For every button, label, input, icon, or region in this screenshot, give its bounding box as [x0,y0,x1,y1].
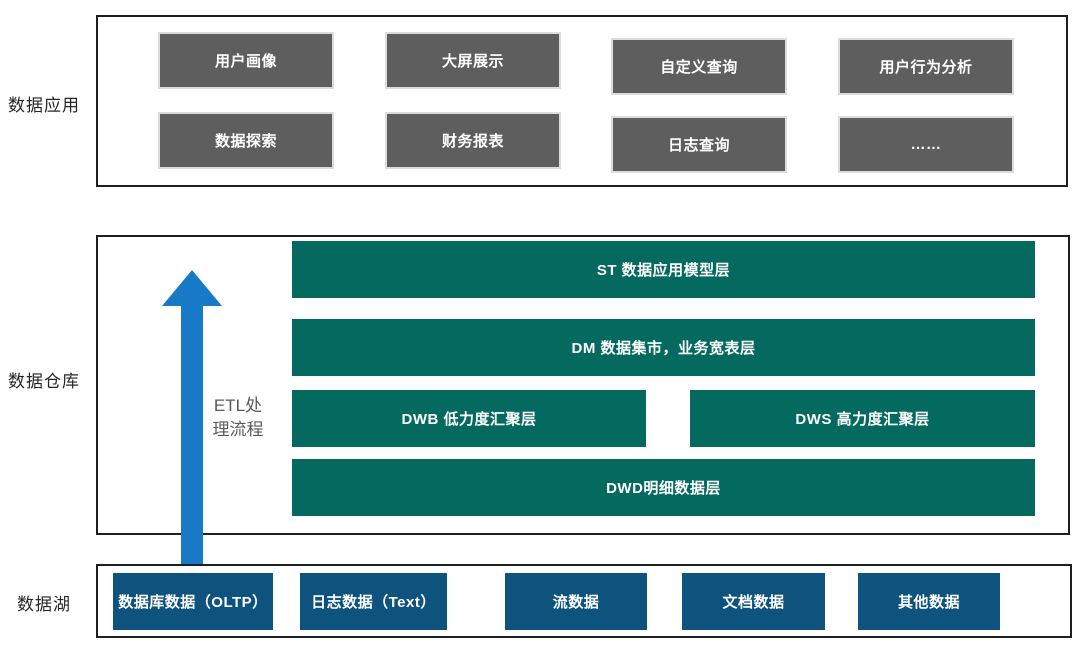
big-screen-display-box: 大屏展示 [385,32,561,89]
stream-data-box: 流数据 [505,573,647,630]
etl-process-label: ETL处 理流程 [200,394,276,442]
etl-process-label-line1: ETL处 [213,396,263,415]
oltp-database-data-box: 数据库数据（OLTP） [113,573,273,630]
dm-mart-layer-box: DM 数据集市，业务宽表层 [292,319,1035,376]
layer-label-app: 数据应用 [8,96,80,115]
log-query-box: 日志查询 [611,116,787,173]
user-behavior-analysis-box: 用户行为分析 [838,38,1014,95]
data-exploration-box: 数据探索 [158,112,334,169]
document-data-box: 文档数据 [682,573,825,630]
custom-query-box: 自定义查询 [611,38,787,95]
layer-label-warehouse: 数据仓库 [8,372,80,391]
st-model-layer-box: ST 数据应用模型层 [292,241,1035,298]
user-portrait-box: 用户画像 [158,32,334,89]
layer-label-lake: 数据湖 [17,595,71,614]
more-apps-box: …… [838,116,1014,173]
dwd-layer-box: DWD明细数据层 [292,459,1035,516]
dws-layer-box: DWS 高力度汇聚层 [690,390,1035,447]
financial-report-box: 财务报表 [385,112,561,169]
etl-up-arrow-icon [162,270,222,564]
log-text-data-box: 日志数据（Text） [300,573,447,630]
other-data-box: 其他数据 [858,573,1000,630]
etl-process-label-line2: 理流程 [212,420,264,439]
dwb-layer-box: DWB 低力度汇聚层 [292,390,646,447]
